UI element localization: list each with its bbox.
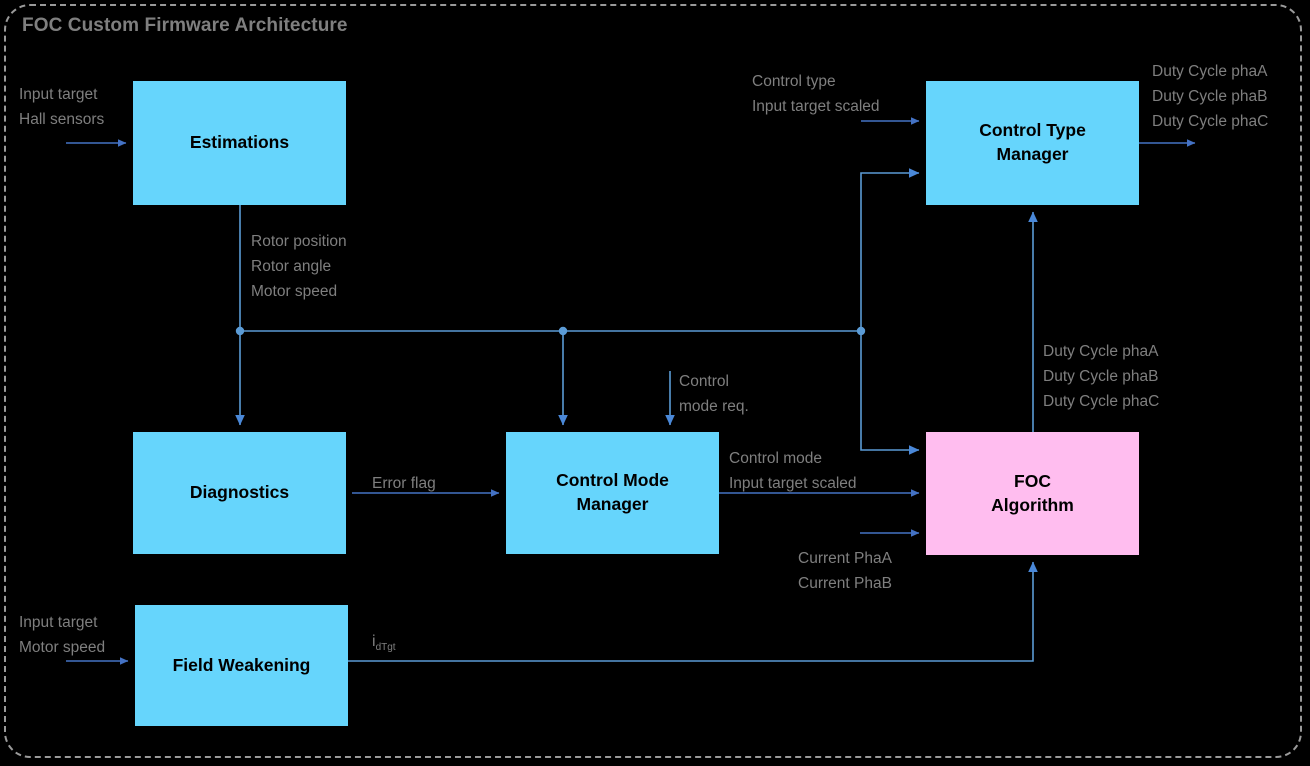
- wire-fieldweakening-to-foc: [348, 561, 1038, 662]
- label-field-weakening-input: Input target Motor speed: [19, 614, 106, 657]
- wire-bus-to-foc: [860, 331, 920, 455]
- junction-dots: [235, 326, 866, 336]
- block-control-mode-manager[interactable]: Control Mode Manager: [506, 432, 719, 554]
- label-duty-cycle-output: Duty Cycle phaA Duty Cycle phaB Duty Cyc…: [1152, 63, 1269, 131]
- junction-dot-right: [856, 326, 866, 336]
- block-foc-algorithm-label: FOC Algorithm: [991, 470, 1074, 515]
- label-control-type-input: Control type Input target scaled: [752, 73, 880, 116]
- label-id-target-subscript: dTgt: [375, 642, 396, 654]
- block-diagnostics-label: Diagnostics: [189, 482, 290, 503]
- label-control-mode-output: Control mode Input target scaled: [729, 450, 857, 493]
- label-estimations-input: Input target Hall sensors: [19, 86, 105, 129]
- label-control-mode-req: Control mode req.: [679, 373, 749, 416]
- wire-bus-to-controltype: [860, 168, 920, 331]
- junction-dot-controlmode: [558, 326, 568, 336]
- label-duty-cycle-feedback: Duty Cycle phaA Duty Cycle phaB Duty Cyc…: [1043, 343, 1160, 411]
- block-field-weakening-label: Field Weakening: [172, 654, 311, 675]
- page-title: FOC Custom Firmware Architecture: [22, 15, 348, 36]
- block-estimations[interactable]: Estimations: [133, 81, 346, 205]
- label-error-flag: Error flag: [372, 475, 436, 492]
- label-id-target-base: i: [372, 633, 376, 650]
- label-current-phases: Current PhaA Current PhaB: [798, 550, 892, 593]
- block-diagnostics[interactable]: Diagnostics: [133, 432, 346, 554]
- label-estimations-output: Rotor position Rotor angle Motor speed: [251, 233, 347, 301]
- label-id-target: idTgt: [372, 633, 396, 653]
- block-foc-algorithm[interactable]: FOC Algorithm: [926, 432, 1139, 555]
- junction-dot-estimations: [235, 326, 245, 336]
- block-control-mode-manager-label: Control Mode Manager: [556, 470, 669, 514]
- block-field-weakening[interactable]: Field Weakening: [135, 605, 348, 726]
- block-control-type-manager-label: Control Type Manager: [979, 120, 1086, 164]
- block-estimations-label: Estimations: [189, 132, 290, 153]
- block-control-type-manager[interactable]: Control Type Manager: [926, 81, 1139, 205]
